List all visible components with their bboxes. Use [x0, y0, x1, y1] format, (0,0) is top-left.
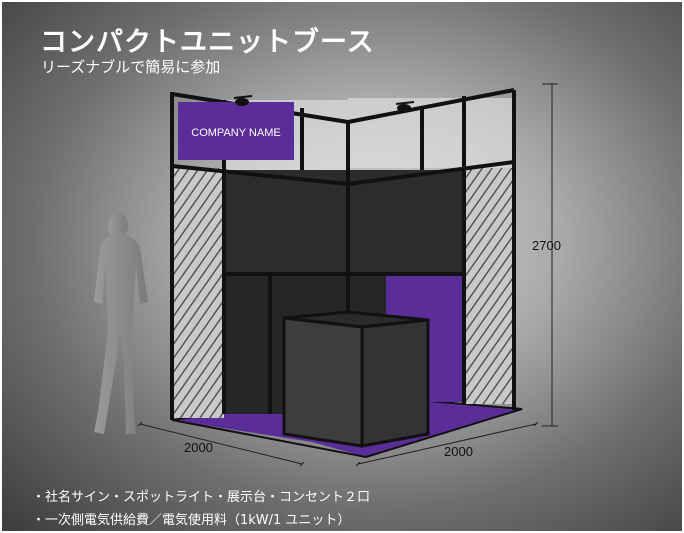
- dimension-width-right-label: 2000: [444, 444, 473, 459]
- page-subtitle: リーズナブルで簡易に参加: [41, 58, 221, 76]
- spotlight-icon: [233, 95, 415, 112]
- display-counter: [282, 310, 430, 448]
- right-mesh-panel: [464, 168, 512, 404]
- dimension-height-label: 2700: [532, 238, 561, 253]
- feature-item: ・一次側電気供給費／電気使用料（1kW/1 ユニット）: [32, 513, 351, 528]
- dimension-width-left-label: 2000: [184, 440, 213, 455]
- company-sign-board: [178, 102, 294, 160]
- right-wall-upper: [348, 170, 462, 274]
- person-silhouette: [94, 213, 148, 434]
- left-mesh-panel: [174, 168, 224, 418]
- left-wall-upper: [224, 170, 348, 274]
- company-sign-text: COMPANY NAME: [191, 127, 280, 139]
- feature-item: ・社名サイン・スポットライト・展示台・コンセント２口: [32, 490, 371, 505]
- page-title: コンパクトユニットブース: [40, 27, 375, 58]
